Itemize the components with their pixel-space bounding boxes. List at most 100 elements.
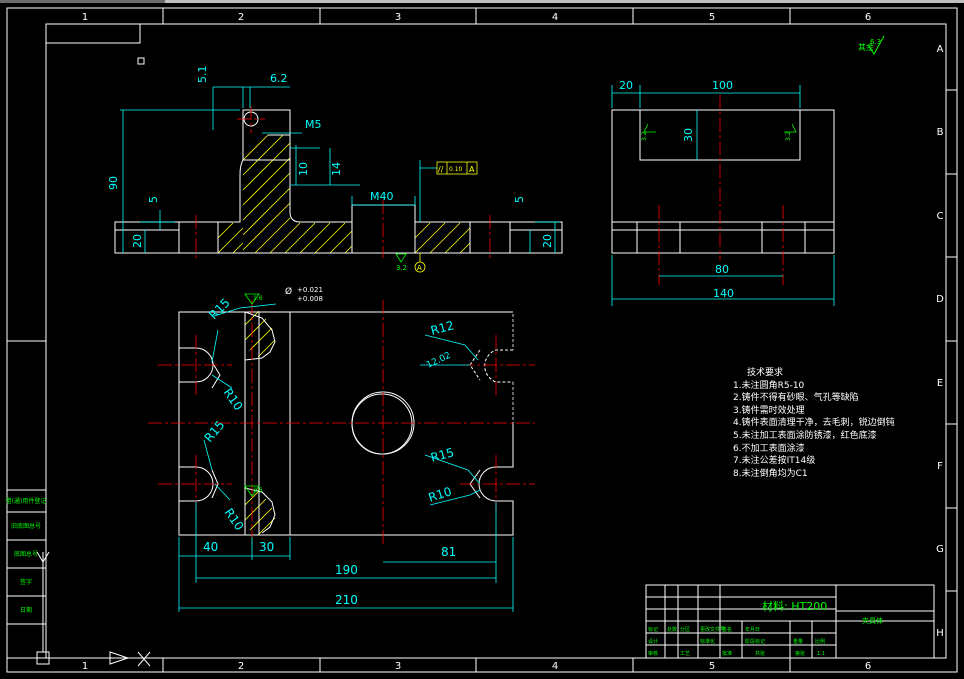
tb-cell-12: 审核 xyxy=(648,650,658,657)
side-view-centerlines xyxy=(658,95,784,285)
tb-cell-9: 阶段标记 xyxy=(745,638,765,645)
col-label-5-bottom: 5 xyxy=(709,661,715,672)
left-strip: 借(通)用件登记 旧底图总号 底图总号 签字 日期 xyxy=(6,489,47,659)
dim-r15-tl: R15 xyxy=(206,296,233,323)
dim-81: 81 xyxy=(441,545,456,559)
tb-cell-17: 1:1 xyxy=(817,651,825,657)
dim-5-left: 5 xyxy=(147,196,160,203)
row-label-d: D xyxy=(936,294,944,305)
tolerance-value: 0.10 xyxy=(449,166,463,173)
dim-10: 10 xyxy=(297,162,310,176)
roughness-symbol-icon xyxy=(867,35,885,55)
dim-m5: M5 xyxy=(305,118,322,131)
col-label-4-bottom: 4 xyxy=(552,661,558,672)
col-label-1: 1 xyxy=(82,12,88,23)
dim-210: 210 xyxy=(335,593,358,607)
note-item-6: 6.不加工表面涂漆 xyxy=(733,443,805,454)
side-view-dim-lines xyxy=(611,85,835,306)
row-label-g: G xyxy=(936,544,944,555)
title-block: 材料: HT200 夹具体 标记 处数 分区 更改文件号 签名 年月日 设计 标… xyxy=(645,584,935,659)
geometric-tolerance-frame: // 0.10 A xyxy=(436,161,478,175)
col-label-2-bottom: 2 xyxy=(238,661,244,672)
dim-14: 14 xyxy=(330,162,343,176)
top-view: R15 R10 R15 R10 R12 12.02 R15 R10 40 30 … xyxy=(148,286,535,612)
roughness-symbol-icon xyxy=(244,485,260,497)
tb-cell-1: 标记 xyxy=(648,626,658,633)
corner-mark-label: 其余 xyxy=(858,42,874,52)
dim-r15-br: R15 xyxy=(429,445,455,465)
note-item-8: 8.未注倒角均为C1 xyxy=(733,468,808,479)
tb-cell-10: 重量 xyxy=(793,638,803,645)
strip-label-5: 日期 xyxy=(20,606,32,614)
row-label-c: C xyxy=(937,211,944,222)
dim-r15-bl: R15 xyxy=(202,418,228,445)
top-view-centerlines xyxy=(148,300,535,545)
dim-r10-bl: R10 xyxy=(222,506,247,533)
row-label-b: B xyxy=(937,127,944,138)
corner-roughness-mark: 其余 6.3 xyxy=(858,35,885,55)
front-view-outline xyxy=(114,109,563,254)
top-roughness-marks: 1.6 1.6 xyxy=(244,293,263,497)
note-item-3: 3.铸件需时效处理 xyxy=(733,405,805,416)
tb-cell-15: 共张 xyxy=(755,650,765,657)
datum-label: A xyxy=(417,264,422,272)
side-dim-30: 30 xyxy=(682,128,695,142)
tb-cell-6: 年月日 xyxy=(745,626,760,633)
drawing-frame xyxy=(6,7,958,673)
side-roughness-right: 3.2 xyxy=(785,131,792,141)
row-label-a: A xyxy=(937,44,944,55)
tb-cell-8: 标准化 xyxy=(700,638,715,645)
title-part-name: 夹具体 xyxy=(862,616,883,625)
roughness-left-bottom: 1.6 xyxy=(253,487,263,494)
note-item-1: 1.未注圆角R5-10 xyxy=(733,380,805,391)
side-view-outline xyxy=(611,109,835,254)
datum-marker: A 3.2 xyxy=(395,253,426,273)
side-dim-100: 100 xyxy=(712,79,733,92)
fit-lower: +0.008 xyxy=(297,295,323,303)
strip-label-2: 旧底图总号 xyxy=(11,522,41,530)
roughness-symbol-icon xyxy=(784,123,797,133)
ucs-axis-icon xyxy=(36,551,151,667)
tb-cell-2: 处数 xyxy=(667,626,677,633)
front-view-centerlines xyxy=(195,106,491,258)
row-label-h: H xyxy=(936,628,944,639)
row-label-e: E xyxy=(937,378,943,389)
dim-r10-tl: R10 xyxy=(221,386,246,413)
dim-m40: M40 xyxy=(370,190,394,203)
tb-cell-5: 签名 xyxy=(722,626,732,633)
side-roughness-left: 3.2 xyxy=(641,131,648,141)
side-dim-20: 20 xyxy=(619,79,633,92)
strip-label-3: 底图总号 xyxy=(14,550,38,558)
col-label-6: 6 xyxy=(865,12,871,23)
corner-mark-value: 6.3 xyxy=(870,38,881,46)
top-view-dashed xyxy=(290,311,514,422)
top-view-outline xyxy=(178,311,514,536)
dim-r12-tr: R12 xyxy=(429,318,455,338)
strip-label-4: 签字 xyxy=(20,578,32,586)
col-label-6-bottom: 6 xyxy=(865,661,871,672)
dim-5-1: 5.1 xyxy=(196,66,209,84)
col-label-1-bottom: 1 xyxy=(82,661,88,672)
side-dim-80: 80 xyxy=(715,263,729,276)
front-view-dim-lines xyxy=(120,86,560,253)
col-label-3-bottom: 3 xyxy=(395,661,401,672)
tb-cell-13: 工艺 xyxy=(680,651,690,657)
side-view-dim-text: 20 100 30 80 140 xyxy=(619,79,734,300)
tb-cell-14: 批准 xyxy=(722,650,732,657)
tb-cell-7: 设计 xyxy=(648,638,658,645)
side-view: 20 100 30 80 140 3.2 3.2 xyxy=(611,79,835,306)
dim-20-right: 20 xyxy=(541,234,554,248)
frame-labels: 1 2 3 4 5 6 1 2 3 4 5 6 A B C D E F G H xyxy=(82,12,944,672)
front-roughness: 3.2 xyxy=(396,264,407,272)
dim-r10-br: R10 xyxy=(427,484,454,505)
side-roughness-marks: 3.2 3.2 xyxy=(641,123,797,141)
front-view: 5.1 6.2 M5 10 14 90 5 20 M40 5 20 // 0.1… xyxy=(107,66,563,273)
window-tab-strip xyxy=(0,0,165,3)
strip-label-1: 借(通)用件登记 xyxy=(6,497,47,505)
fit-upper: +0.021 xyxy=(297,286,323,294)
dim-6-2: 6.2 xyxy=(270,72,288,85)
dim-190: 190 xyxy=(335,563,358,577)
roughness-symbol-icon xyxy=(395,253,407,263)
col-label-5: 5 xyxy=(709,12,715,23)
